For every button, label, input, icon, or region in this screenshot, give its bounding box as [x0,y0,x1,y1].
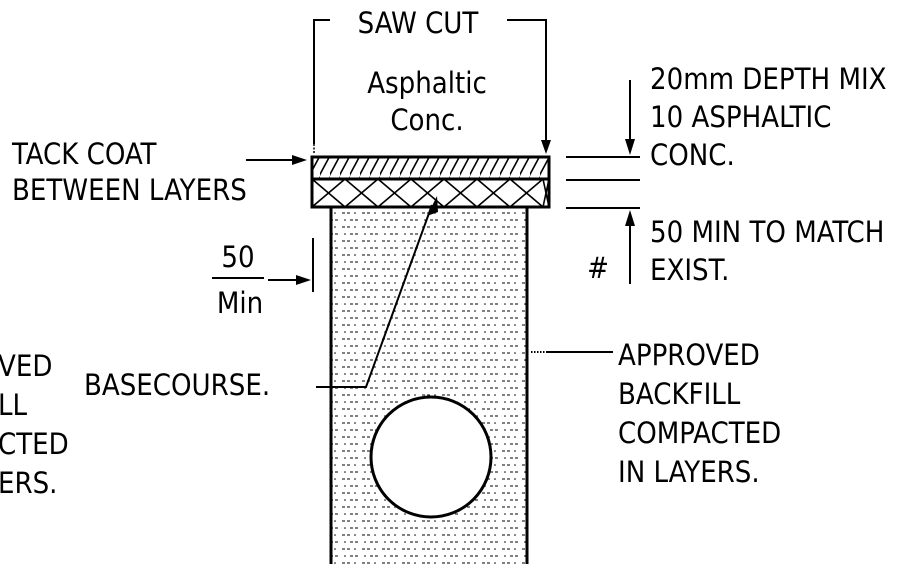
fifty-min-dimension: 50 Min [212,238,314,320]
fifty-label: 50 [221,240,254,274]
left-backfill-callout: VED LL CTED ERS. [0,349,69,500]
hash-label: # [587,251,609,285]
saw-cut-label: SAW CUT [358,6,480,40]
tack-coat-label-line1: TACK COAT [11,137,157,171]
left-backfill-label-line1: VED [0,349,52,383]
right-backfill-label-line1: APPROVED [618,338,760,372]
basecourse-cross-line [509,178,544,208]
depth-mix-label-line2: 10 ASPHALTIC [650,100,831,134]
match-exist-label-line2: EXIST. [650,253,729,287]
tack-coat-label-line2: BETWEEN LAYERS [12,173,247,207]
basecourse-cross-line [443,178,478,208]
asphaltic-label-line1: Asphaltic [367,66,487,100]
right-backfill-label-line4: IN LAYERS. [618,455,760,489]
basecourse-cross-line [410,178,445,208]
depth-mix-label-line1: 20mm DEPTH MIX [650,62,887,96]
right-backfill-callout: APPROVED BACKFILL COMPACTED IN LAYERS. [531,338,781,489]
pipe [369,395,493,519]
min-label: Min [217,286,263,320]
basecourse-cross-line [344,178,379,208]
basecourse-callout: BASECOURSE. [84,196,438,402]
left-backfill-label-line3: CTED [0,427,69,461]
basecourse-layer [310,177,551,209]
right-backfill-label-line3: COMPACTED [618,416,781,450]
basecourse-cross-line [476,178,511,208]
basecourse-cross-line [311,178,346,208]
depth-mix-label-line3: CONC. [650,138,735,172]
asphaltic-label-line2: Conc. [390,103,463,137]
right-backfill-label-line2: BACKFILL [618,377,741,411]
saw-cut-bracket: SAW CUT [313,6,551,154]
tack-coat-callout: TACK COAT BETWEEN LAYERS [11,137,307,207]
basecourse-label: BASECOURSE. [84,368,270,402]
match-exist-label-line1: 50 MIN TO MATCH [650,215,884,249]
layer-thickness-dimension: # [566,80,640,285]
trench [329,207,529,564]
left-backfill-label-line4: ERS. [0,466,57,500]
basecourse-cross-line [377,178,412,208]
asphalt-surface-layer [310,155,551,181]
left-backfill-label-line2: LL [0,388,28,422]
